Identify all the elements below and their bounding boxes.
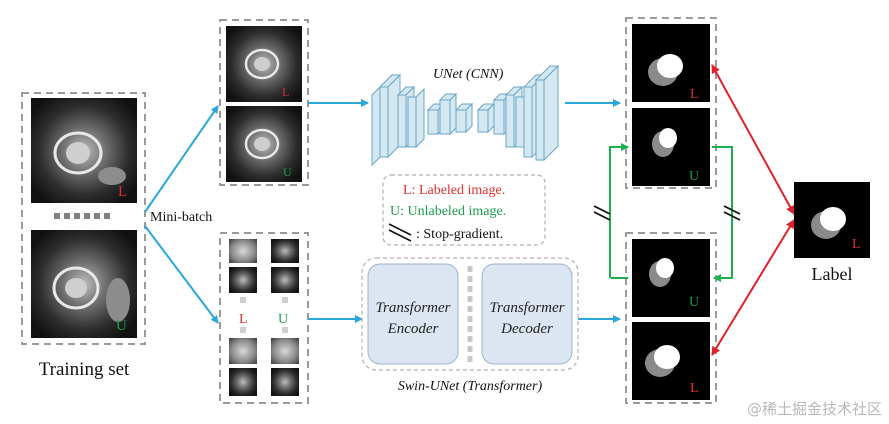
cnn-output-labeled: L [632,24,710,102]
swin-unet-block: Transformer Encoder Transformer Decoder [361,257,579,371]
training-labeled-marker: L [118,184,127,200]
swin-caption: Swin-UNet (Transformer) [398,379,543,394]
minibatch-cnn-image-unlabeled: U [226,106,302,182]
red-arrow-label-to-cnn [711,64,795,215]
label-caption: Label [812,264,853,284]
encoder-line1: Transformer [375,300,450,316]
minibatch-cnn-unlabeled-marker: U [283,165,292,179]
minibatch-cnn-panel: L U [219,19,309,186]
transformer-output-labeled-marker: L [690,381,699,396]
transformer-encoder-box [367,263,459,365]
label-marker: L [852,237,861,252]
patches-labeled-top [229,239,257,293]
transformer-output-unlabeled: U [632,239,710,317]
minibatch-transformer-unlabeled-marker: U [278,312,288,327]
unet-title: UNet (CNN) [433,67,504,82]
cnn-outputs-panel: L U [625,17,717,189]
training-image-labeled: L [31,98,137,203]
legend-stop-gradient: : Stop-gradient. [416,227,503,242]
minibatch-arrow-to-transformer [144,225,219,324]
minibatch-transformer-labeled-marker: L [239,312,248,327]
green-arrow-transformer-to-cnn [609,143,629,278]
cnn-output-labeled-marker: L [690,87,699,102]
red-arrow-label-to-transformer [711,219,795,356]
training-unlabeled-marker: U [116,318,127,334]
watermark-text: @稀土掘金技术社区 [747,400,882,418]
stop-gradient-marks [593,205,741,221]
legend-labeled: L: Labeled image. [403,183,505,198]
unet-cnn-block [371,64,560,167]
decoder-line1: Transformer [489,300,564,316]
decoder-line2: Decoder [500,321,553,337]
minibatch-arrow-to-cnn [144,105,219,213]
minibatch-label: Mini-batch [150,210,212,225]
legend-unlabeled: U: Unlabeled image. [390,204,506,219]
encoder-line2: Encoder [387,321,439,337]
ellipsis-dots [54,213,110,219]
ground-truth-label: L [794,182,870,258]
green-arrow-cnn-to-transformer [712,146,733,282]
training-set-panel: L U Training set [21,92,146,380]
transformer-outputs-panel: U L [625,232,717,404]
training-set-border [21,92,146,345]
transformer-decoder-box [481,263,573,365]
patches-labeled-bottom [229,338,257,396]
minibatch-cnn-labeled-marker: L [282,85,289,99]
training-image-unlabeled: U [31,230,137,338]
transformer-output-labeled: L [632,322,710,400]
cnn-output-unlabeled-marker: U [689,169,699,184]
minibatch-transformer-panel: L U [219,232,309,404]
training-set-caption: Training set [39,359,130,380]
stop-gradient-icon [388,223,412,242]
minibatch-cnn-image-labeled: L [226,26,302,102]
transformer-output-unlabeled-marker: U [689,295,699,310]
legend-box: L: Labeled image. U: Unlabeled image. : … [382,174,546,246]
cnn-output-unlabeled: U [632,108,710,186]
patches-unlabeled-top [271,239,299,293]
patches-unlabeled-bottom [271,338,299,396]
